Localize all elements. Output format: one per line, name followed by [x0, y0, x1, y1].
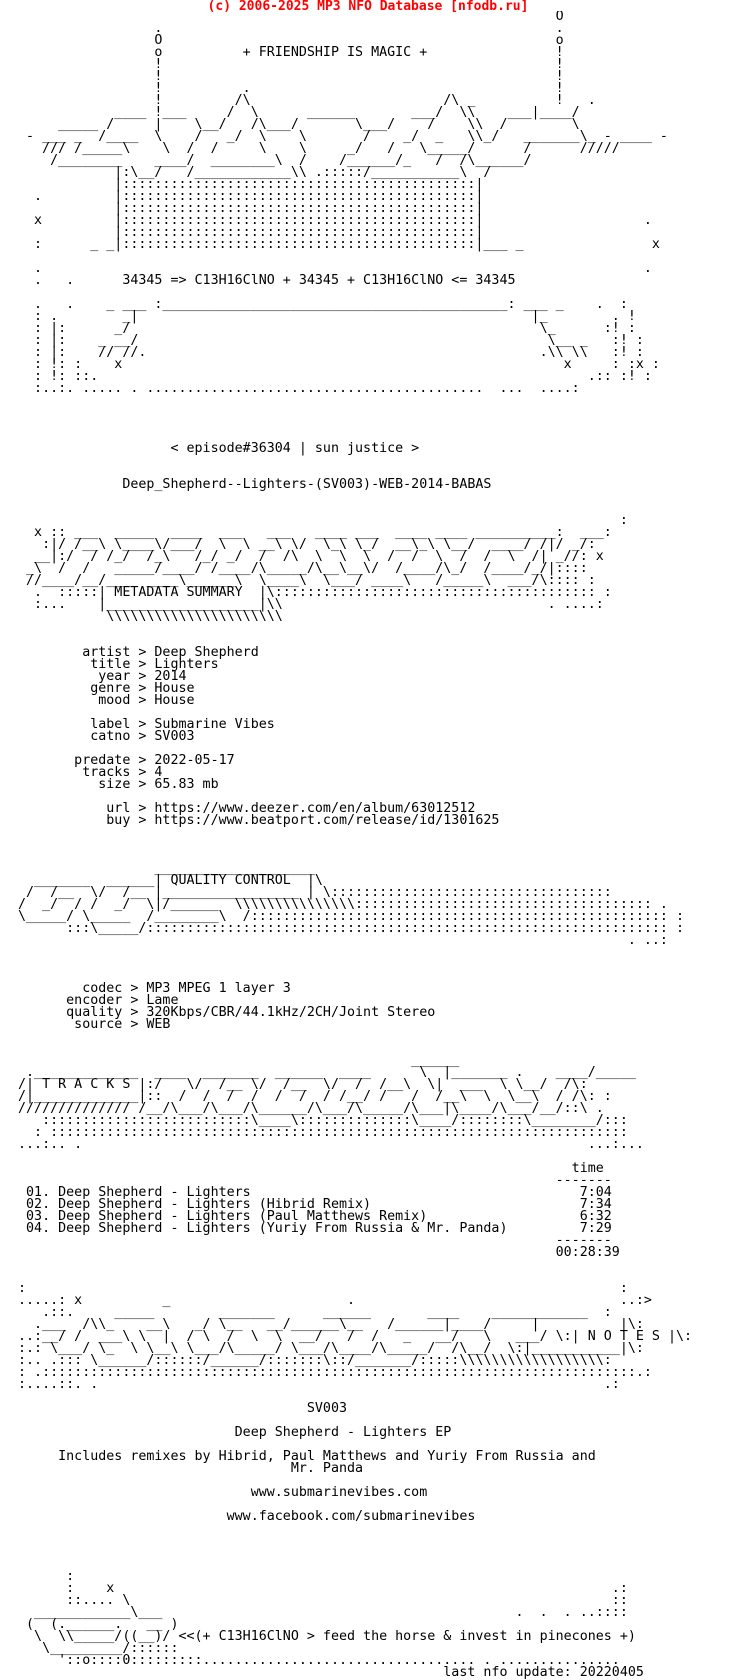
- nfodb-copyright-header: (c) 2006-2025 MP3 NFO Database [nfodb.ru…: [207, 0, 529, 14]
- nfo-ascii-document: O . . O o o + FRIENDSHIP IS MAGIC +: [18, 11, 693, 1679]
